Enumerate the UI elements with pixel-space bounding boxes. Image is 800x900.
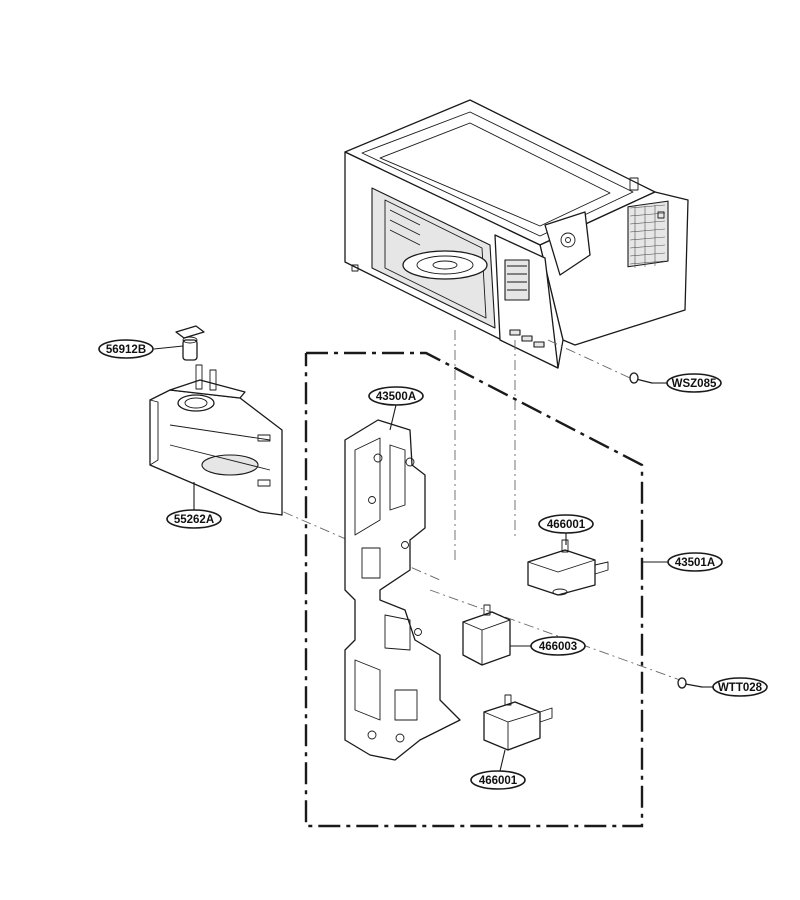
callout-label: 466001	[479, 775, 518, 787]
part-clip-56912b	[175, 325, 205, 361]
part-switch-466003	[462, 604, 511, 666]
callout-label: WSZ085	[672, 378, 717, 390]
callout-label: 466003	[539, 641, 577, 653]
callout-56912b: 56912B	[98, 339, 184, 359]
callout-55262a: 55262A	[166, 482, 222, 529]
callout-wsz085: WSZ085	[652, 373, 722, 393]
callout-label: 56912B	[106, 344, 146, 356]
assembly-frame	[304, 351, 644, 828]
callout-label: 466001	[547, 519, 586, 531]
part-switch-466001-top	[527, 539, 609, 596]
part-latch-housing-55262a	[149, 364, 283, 516]
callout-label: 43501A	[675, 557, 715, 569]
callout-466001-top: 466001	[538, 514, 594, 545]
microwave-chassis	[344, 99, 689, 369]
callout-466001-bottom: 466001	[470, 749, 526, 790]
callout-wtt028: WTT028	[702, 677, 768, 697]
callout-label: WTT028	[718, 682, 763, 694]
screw-wsz085	[629, 372, 653, 384]
callout-label: 43500A	[376, 391, 416, 403]
part-switch-466001-bottom	[483, 694, 553, 751]
screw-wtt028	[677, 677, 703, 689]
callout-label: 55262A	[174, 514, 214, 526]
callout-43501a: 43501A	[642, 552, 723, 572]
callout-43500a: 43500A	[368, 386, 424, 431]
part-latch-bracket-43500a	[344, 419, 461, 761]
callout-466003: 466003	[510, 636, 586, 656]
